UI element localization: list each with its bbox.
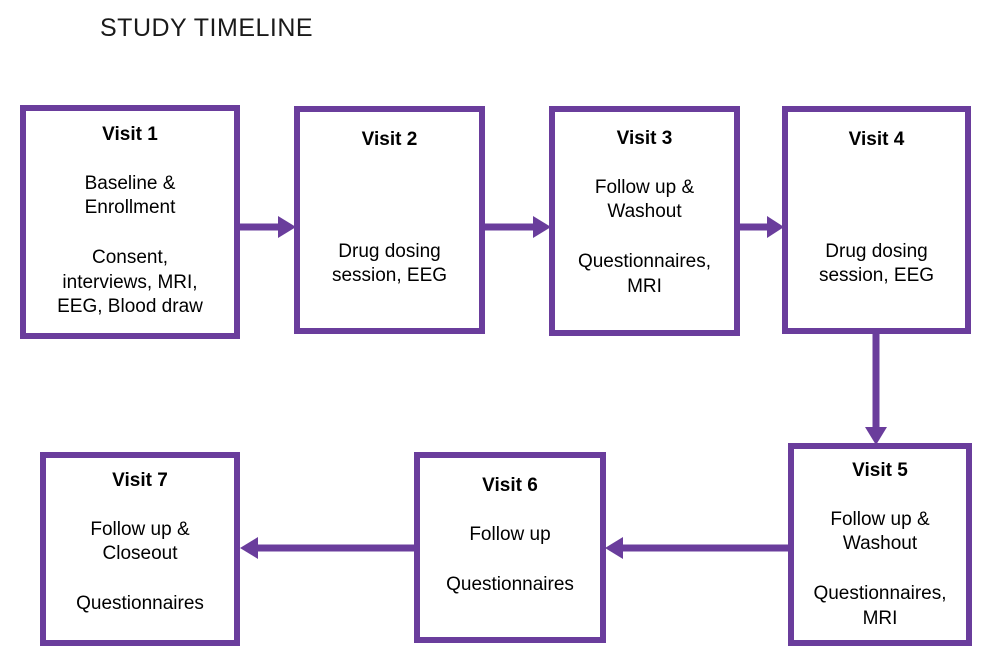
visit-detail-line: Enrollment: [84, 197, 176, 219]
visit-box-visit-6[interactable]: Visit 6 Follow up Questionnaires: [414, 452, 606, 643]
visit-box-visit-1[interactable]: Visit 1 Baseline & Enrollment Consent, i…: [20, 105, 240, 339]
visit-detail-line: Follow up: [469, 523, 551, 545]
arrow-1-to-2: [238, 216, 296, 238]
visit-heading: Visit 1: [102, 124, 158, 145]
visit-detail-line: Follow up &: [90, 518, 190, 540]
visit-heading: Visit 5: [852, 460, 908, 481]
visit-box-visit-4[interactable]: Visit 4 Drug dosing session, EEG: [782, 106, 971, 334]
page-title: STUDY TIMELINE: [100, 14, 314, 42]
arrow-2-to-3: [484, 216, 551, 238]
visit-detail-line: MRI: [627, 275, 662, 297]
visit-detail-line: Baseline &: [84, 172, 176, 194]
visit-box-visit-7[interactable]: Visit 7 Follow up & Closeout Questionnai…: [40, 452, 240, 646]
visit-detail-line: Questionnaires,: [577, 251, 712, 273]
visit-detail-line: MRI: [862, 607, 898, 629]
visit-detail-line: Questionnaires: [446, 574, 574, 596]
visit-detail-line: Questionnaires,: [813, 583, 947, 605]
arrow-6-to-7: [240, 537, 415, 559]
visit-box-visit-5[interactable]: Visit 5 Follow up & Washout Questionnair…: [788, 443, 972, 646]
visit-heading: Visit 6: [482, 475, 538, 496]
visit-detail-line: Consent,: [91, 247, 169, 269]
arrow-5-to-6: [605, 537, 789, 559]
visit-detail-line: interviews, MRI,: [62, 271, 198, 293]
visit-detail-line: Questionnaires: [76, 593, 204, 615]
visit-box-visit-2[interactable]: Visit 2 Drug dosing session, EEG: [294, 106, 485, 334]
visit-heading: Visit 2: [361, 129, 418, 150]
visit-detail-line: Drug dosing: [825, 240, 928, 262]
visit-detail-line: Follow up &: [830, 508, 930, 530]
visit-heading: Visit 3: [616, 128, 673, 149]
arrow-3-to-4: [739, 216, 784, 238]
visit-heading: Visit 4: [848, 129, 905, 150]
visit-detail-line: Washout: [607, 201, 682, 223]
visit-heading: Visit 7: [112, 470, 168, 491]
visit-detail-line: Washout: [842, 533, 918, 555]
visit-detail-line: Closeout: [102, 543, 178, 565]
visit-box-visit-3[interactable]: Visit 3 Follow up & Washout Questionnair…: [549, 106, 740, 336]
visit-detail-line: session, EEG: [331, 265, 448, 287]
visit-detail-line: Drug dosing: [338, 240, 441, 262]
visit-detail-line: EEG, Blood draw: [57, 296, 203, 318]
visit-detail-line: Follow up &: [594, 176, 695, 198]
visit-detail-line: session, EEG: [818, 265, 935, 287]
arrow-4-to-5: [865, 334, 887, 445]
